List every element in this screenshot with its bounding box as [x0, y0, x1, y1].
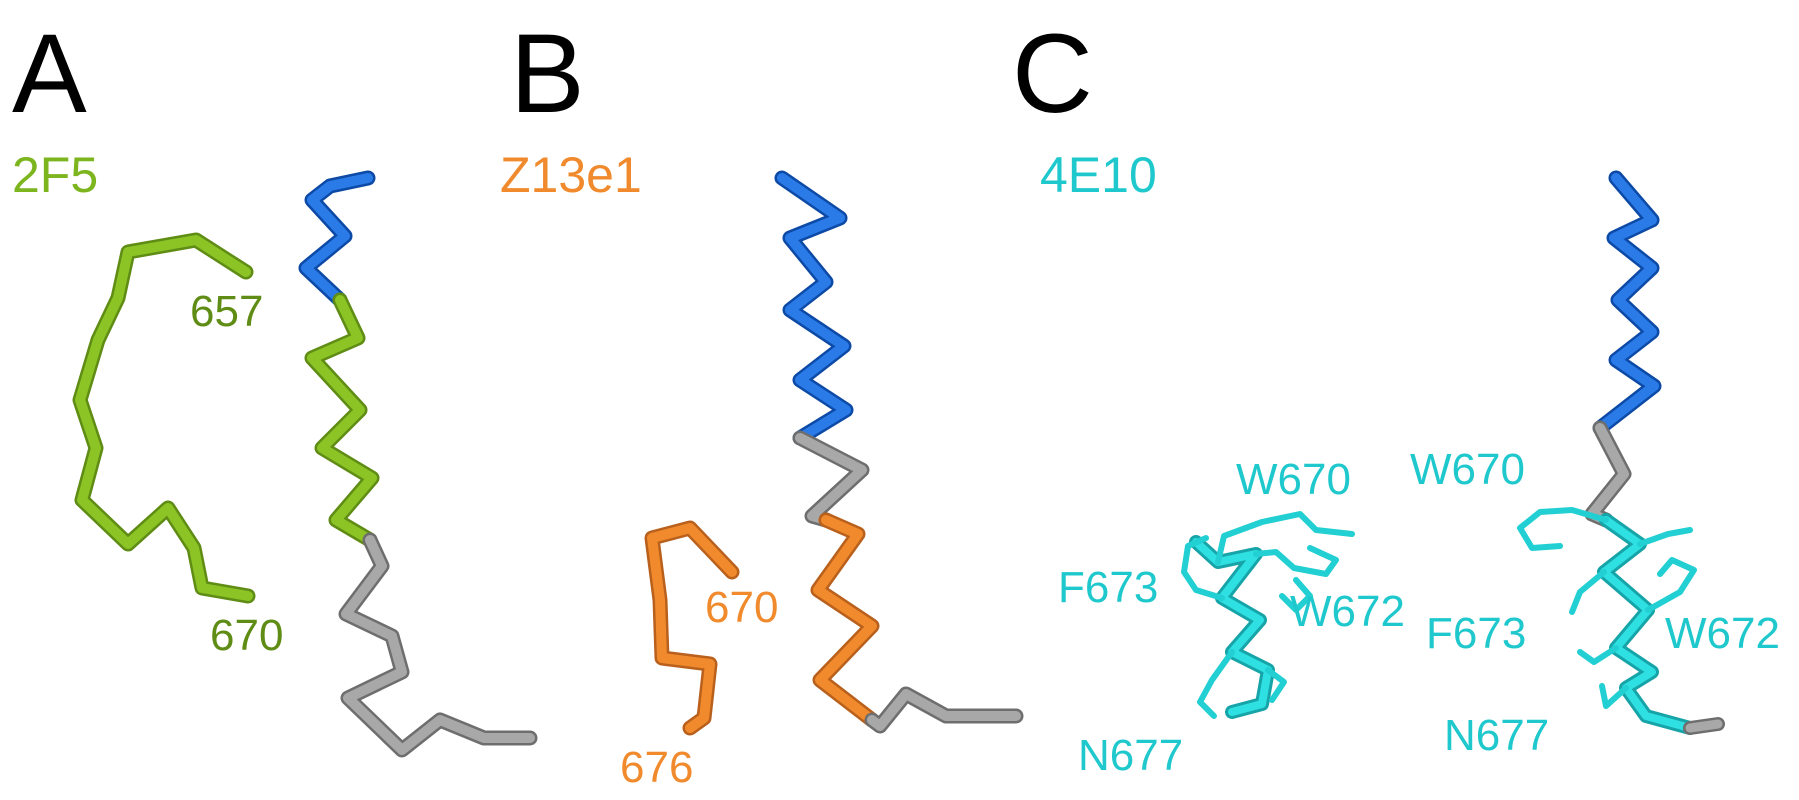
- panel-c: C 4E10 W670 F673 W672 N677: [1012, 11, 1780, 780]
- residue-label-w672-left: W672: [1290, 587, 1405, 636]
- residue-label-n677-right: N677: [1444, 711, 1549, 760]
- peptide-z13e1: [644, 520, 740, 736]
- residue-label-w672-right: W672: [1665, 609, 1780, 658]
- residue-label-n677-left: N677: [1078, 731, 1183, 780]
- antibody-label-z13e1: Z13e1: [500, 147, 642, 203]
- panel-letter-b: B: [510, 11, 585, 136]
- panel-b: B Z13e1 670 676: [500, 11, 1024, 792]
- helix-a: [298, 170, 538, 758]
- panel-letter-c: C: [1012, 11, 1093, 136]
- peptide-4e10-left: [1181, 511, 1355, 719]
- peptide-4e10-right: [1517, 507, 1725, 735]
- antibody-label-4e10: 4E10: [1040, 147, 1157, 203]
- residue-label-w670-left: W670: [1236, 455, 1351, 504]
- residue-label-676: 676: [620, 743, 693, 792]
- panel-letter-a: A: [12, 11, 87, 136]
- helix-b: [774, 170, 1024, 734]
- peptide-2f5: [72, 232, 256, 604]
- residue-label-w670-right: W670: [1410, 445, 1525, 494]
- antibody-label-2f5: 2F5: [12, 147, 98, 203]
- residue-label-f673-left: F673: [1058, 563, 1158, 612]
- panel-a: A 2F5 657 670: [12, 11, 538, 758]
- residue-label-f673-right: F673: [1426, 609, 1526, 658]
- residue-label-670-b: 670: [705, 583, 778, 632]
- helix-c: [1584, 170, 1662, 528]
- residue-label-670: 670: [210, 611, 283, 660]
- residue-label-657: 657: [190, 287, 263, 336]
